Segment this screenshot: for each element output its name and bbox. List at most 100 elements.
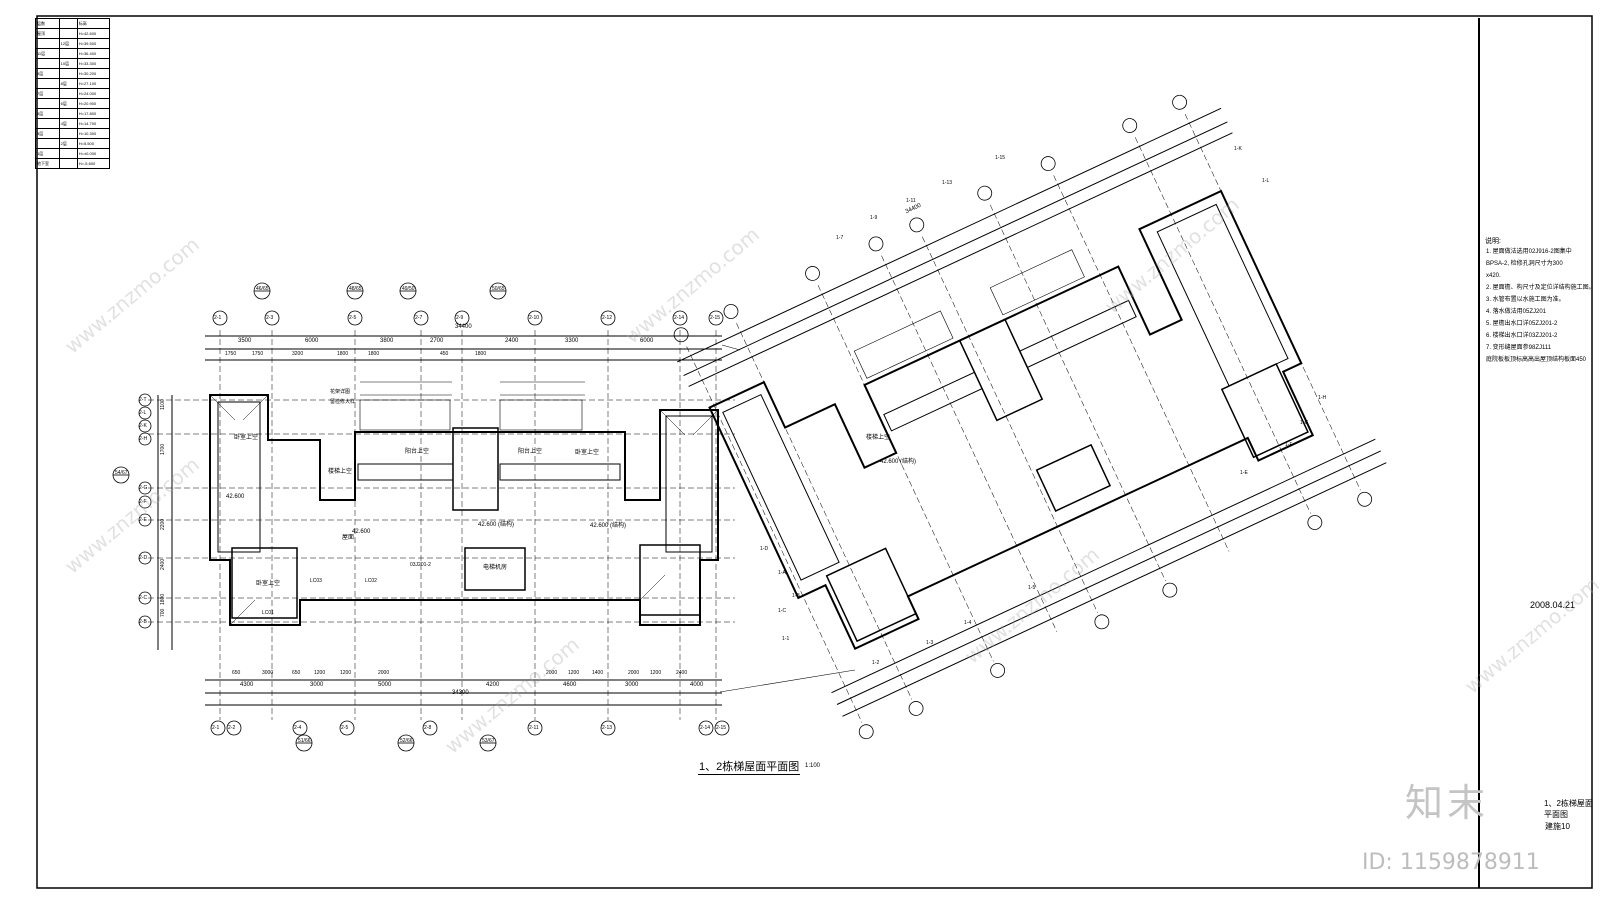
title-block-sheet-number: 建施10 (1545, 822, 1570, 831)
dimension-text: 1700 (160, 443, 166, 455)
room-label: 楼梯上空 (328, 469, 353, 475)
detail-ref-label: 52/66 (400, 738, 413, 744)
axis-label: 2-14 (700, 725, 711, 731)
dimension-text: 3800 (380, 338, 394, 344)
level-table-cell (58, 128, 78, 139)
elevation-label: 42.600 (结构) (880, 459, 917, 465)
level-table-cell: 2层 (58, 138, 78, 149)
axis-label: 2-G (139, 485, 148, 491)
axis-label: 1-11 (906, 198, 916, 204)
level-table-cell: 7层 (35, 88, 60, 99)
dimension-text: 650 (232, 670, 241, 676)
dimension-text: 4200 (486, 682, 500, 688)
left-building-plan (112, 282, 735, 752)
level-table-cell: H=14.700 (76, 118, 111, 129)
dimension-text: 1400 (592, 670, 604, 676)
notes-heading: 说明: (1485, 238, 1501, 245)
note-item: 4. 落水做法用05ZJ201 (1486, 309, 1547, 315)
dimension-text: 3500 (238, 338, 252, 344)
level-table-cell (35, 98, 60, 109)
annotation-label: LC02 (365, 578, 377, 584)
elevation-label: 42.600 (结构) (590, 523, 627, 529)
axis-label: 2-3 (266, 315, 274, 321)
note-item: 5. 屋檐出水口详05ZJ201-2 (1486, 321, 1558, 327)
axis-label: 2-9 (456, 315, 464, 321)
axis-label: 1-H (1318, 395, 1327, 401)
note-item: BPSA-2, 检修孔洞尺寸为300 (1486, 261, 1563, 267)
note-item: 3. 水管布置以水施工图为准。 (1486, 297, 1565, 303)
detail-ref-label: 54/67 (115, 470, 128, 476)
watermark-id: ID: 1159878911 (1362, 850, 1540, 875)
axis-label: 1-F (1285, 442, 1293, 448)
title-block-sheet-name: 1、2栋梯屋面平面图 (1544, 799, 1593, 819)
dimension-text: 1800 (337, 351, 349, 357)
dimension-text: 1200 (650, 670, 662, 676)
axis-label: 1-L (1262, 178, 1270, 184)
room-label: 卧室上空 (575, 450, 600, 456)
dimension-text: 1750 (225, 351, 237, 357)
dimension-text: 3000 (310, 682, 324, 688)
bottom-total-dim: 34300 (452, 690, 469, 696)
note-item: 庭院板板顶标高高出屋顶结构板面450 (1486, 357, 1587, 363)
dimension-text: 3000 (262, 670, 274, 676)
elevation-label: 42.600 (结构) (478, 522, 515, 528)
detail-ref-label: 49/50 (402, 286, 415, 292)
axis-label: 2-H (139, 436, 148, 442)
dimension-text: 2000 (628, 670, 640, 676)
axis-label: 1-1 (782, 636, 790, 642)
detail-ref-label: 48/65 (349, 286, 362, 292)
level-table-cell: 9层 (35, 68, 60, 79)
level-table-cell (58, 18, 78, 29)
axis-label: 2-5 (341, 725, 349, 731)
dimension-text: 3300 (565, 338, 579, 344)
dimension-text: 4300 (240, 682, 254, 688)
level-table-cell: 5层 (35, 108, 60, 119)
right-building-plan (673, 94, 1387, 740)
axis-label: 2-14 (674, 315, 685, 321)
level-table-cell (58, 108, 78, 119)
axis-label: 1-4 (964, 620, 972, 626)
detail-ref-label: 51/66 (298, 738, 311, 744)
dimension-text: 4000 (690, 682, 704, 688)
elevation-label: 42.600 (352, 529, 371, 535)
axis-label: 2-K (139, 423, 147, 429)
level-table-cell: 屋顶 (35, 28, 60, 39)
axis-label: 2-C (139, 595, 148, 601)
detail-ref-label: 50/65 (492, 286, 505, 292)
level-table-cell: H=24.000 (76, 88, 111, 99)
dimension-text: 1100 (160, 399, 166, 410)
axis-label: 2-8 (424, 725, 432, 731)
axis-label: 2-11 (529, 725, 539, 731)
dimension-text: 5000 (378, 682, 392, 688)
axis-label: 2-F (139, 499, 147, 505)
note-item: 2. 屋面檐、构尺寸及定位详结构施工图。 (1486, 285, 1595, 291)
dimension-text: 1750 (252, 351, 264, 357)
level-table-cell: 6层 (58, 98, 78, 109)
axis-label: 1-7 (836, 235, 844, 241)
dimension-text: 1800 (368, 351, 380, 357)
axis-label: 2-L (139, 410, 147, 416)
axis-label: 2-1 (212, 725, 220, 731)
room-label: 屋面 (342, 535, 355, 541)
dimension-text: 2400 (505, 338, 519, 344)
axis-label: 2-4 (294, 725, 302, 731)
dimension-text: 1200 (340, 670, 352, 676)
level-table-cell (58, 88, 78, 99)
axis-label: 1-B (792, 593, 800, 599)
dimension-text: 450 (440, 351, 449, 357)
note-item: 7. 变形缝屋面参98ZJ111 (1486, 345, 1552, 351)
axis-label: 2-15 (710, 315, 721, 321)
room-label: 楼梯上空 (866, 435, 891, 441)
annotation-label: 花架详图 (330, 389, 351, 395)
axis-label: 1-C (778, 608, 787, 614)
axis-label: 2-7 (415, 315, 423, 321)
